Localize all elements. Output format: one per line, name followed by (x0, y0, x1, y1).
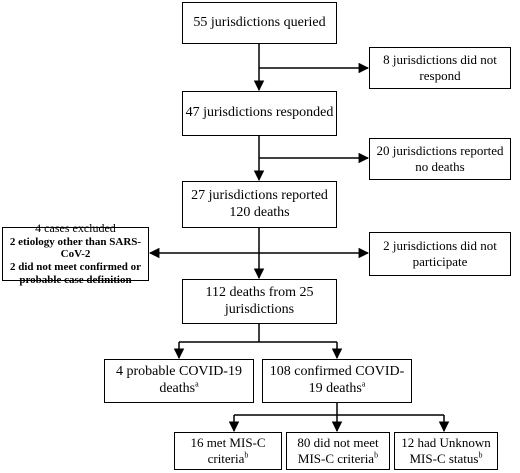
node-reported-no-deaths: 20 jurisdictions reported no deaths (369, 138, 511, 180)
node-112-deaths: 112 deaths from 25 jurisdictions (182, 279, 337, 324)
not-met-misc-text: 80 did not meet MIS-C criteria (297, 435, 379, 466)
node-met-misc: 16 met MIS-C criteriab (174, 432, 282, 470)
node-probable-deaths: 4 probable COVID-19 deathsa (104, 359, 254, 403)
node-jurisdictions-responded: 47 jurisdictions responded (182, 91, 337, 136)
node-unknown-misc: 12 had Unknown MIS-C statusb (394, 432, 498, 470)
footnote-b-marker: b (478, 450, 483, 460)
unknown-misc-text: 12 had Unknown MIS-C status (401, 435, 491, 466)
node-confirmed-deaths: 108 confirmed COVID-19 deathsa (262, 359, 412, 403)
footnote-b-marker: b (244, 450, 249, 460)
node-not-met-misc: 80 did not meet MIS-C criteriab (286, 432, 390, 470)
footnote-a-marker: a (361, 379, 366, 389)
footnote-b-marker: b (374, 450, 379, 460)
node-jurisdictions-queried: 55 jurisdictions queried (182, 2, 337, 44)
footnote-a-marker: a (195, 379, 199, 389)
met-misc-text: 16 met MIS-C criteria (190, 435, 266, 466)
confirmed-text: 108 confirmed COVID-19 deaths (269, 364, 405, 396)
node-did-not-participate: 2 jurisdictions did not participate (369, 232, 511, 276)
node-cases-excluded: 4 cases excluded 2 etiology other than S… (2, 221, 149, 286)
node-reported-120-deaths: 27 jurisdictions reported 120 deaths (182, 181, 337, 228)
node-did-not-respond: 8 jurisdictions did not respond (369, 47, 511, 89)
probable-text: 4 probable COVID-19 deaths (116, 364, 242, 396)
